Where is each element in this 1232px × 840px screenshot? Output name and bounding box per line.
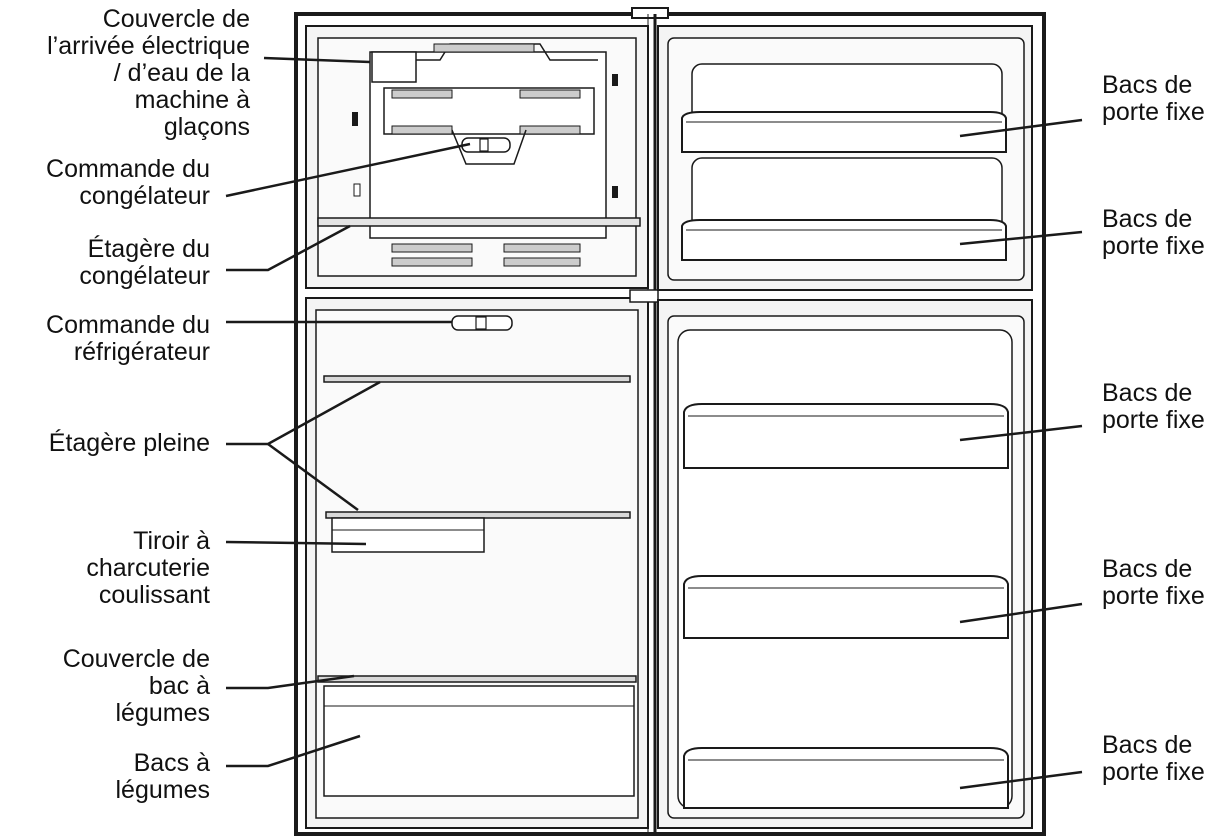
label-line: Bacs de bbox=[1102, 555, 1193, 583]
leader-ice-maker-cover bbox=[263, 56, 371, 64]
cabinet-outline bbox=[294, 12, 1046, 836]
label-line: Étagère du bbox=[87, 235, 210, 263]
leader-lines bbox=[225, 56, 1083, 790]
label-door-bin-2: Bacs de porte fixe bbox=[1102, 206, 1205, 260]
leader-crisper-bins bbox=[226, 734, 361, 768]
deli-drawer bbox=[331, 517, 485, 553]
label-line: Couvercle de bbox=[62, 645, 210, 673]
leader-deli-drawer bbox=[225, 540, 367, 546]
leader-full-shelf-b bbox=[267, 442, 359, 512]
label-line: Bacs de bbox=[1102, 379, 1193, 407]
label-line: Bacs de bbox=[1102, 731, 1193, 759]
leader-freezer-control bbox=[225, 142, 471, 198]
label-fridge-control: Commande du réfrigérateur bbox=[46, 312, 210, 366]
glass-shelf-upper bbox=[323, 375, 631, 383]
label-line: porte fixe bbox=[1102, 98, 1205, 126]
label-line: congélateur bbox=[79, 262, 210, 290]
label-line: Commande du bbox=[46, 311, 210, 339]
label-full-shelf: Étagère pleine bbox=[49, 430, 210, 457]
label-line: porte fixe bbox=[1102, 232, 1205, 260]
label-line: Commande du bbox=[46, 155, 210, 183]
label-line: Bacs à bbox=[133, 749, 210, 777]
top-hinge bbox=[631, 7, 669, 19]
freezer-door-bin-2 bbox=[681, 219, 1007, 261]
label-door-bin-1: Bacs de porte fixe bbox=[1102, 72, 1205, 126]
ice-maker-cover-box bbox=[371, 51, 417, 83]
label-line: Bacs de bbox=[1102, 205, 1193, 233]
fridge-door-bin-3 bbox=[683, 747, 1009, 809]
label-line: congélateur bbox=[79, 182, 210, 210]
label-line: l’arrivée électrique bbox=[47, 32, 250, 60]
label-line: porte fixe bbox=[1102, 406, 1205, 434]
label-crisper-bins: Bacs à légumes bbox=[116, 750, 211, 804]
refrigerator-body bbox=[294, 7, 1046, 836]
label-line: bac à bbox=[148, 672, 210, 700]
leader-door-bin-5 bbox=[959, 770, 1083, 790]
leader-door-bin-4 bbox=[959, 602, 1083, 624]
freezer-shelf bbox=[317, 217, 641, 227]
label-line: machine à bbox=[134, 86, 250, 114]
label-line: charcuterie bbox=[86, 554, 210, 582]
label-line: Étagère pleine bbox=[48, 429, 210, 457]
fridge-door-bin-1 bbox=[683, 403, 1009, 469]
label-deli-drawer: Tiroir à charcuterie coulissant bbox=[86, 528, 210, 609]
label-freezer-shelf: Étagère du congélateur bbox=[79, 236, 210, 290]
label-line: légumes bbox=[115, 776, 211, 804]
label-ice-maker-cover: Couvercle de l’arrivée électrique / d’ea… bbox=[47, 6, 250, 141]
leader-door-bin-1 bbox=[959, 118, 1083, 138]
glass-shelf-lower bbox=[325, 511, 631, 519]
label-door-bin-5: Bacs de porte fixe bbox=[1102, 732, 1205, 786]
leader-door-bin-2 bbox=[959, 230, 1083, 246]
leader-freezer-shelf bbox=[226, 224, 351, 272]
label-freezer-control: Commande du congélateur bbox=[46, 156, 210, 210]
label-door-bin-3: Bacs de porte fixe bbox=[1102, 380, 1205, 434]
label-line: coulissant bbox=[98, 581, 210, 609]
crisper-cover bbox=[317, 675, 637, 683]
label-line: Couvercle de bbox=[102, 5, 250, 33]
label-line: / d’eau de la bbox=[113, 59, 250, 87]
freezer-door-bin-1 bbox=[681, 111, 1007, 153]
leader-door-bin-3 bbox=[959, 424, 1083, 442]
label-line: Bacs de bbox=[1102, 71, 1193, 99]
label-line: légumes bbox=[115, 699, 211, 727]
label-door-bin-4: Bacs de porte fixe bbox=[1102, 556, 1205, 610]
fridge-door-bin-2 bbox=[683, 575, 1009, 639]
label-line: Tiroir à bbox=[133, 527, 210, 555]
leader-crisper-cover bbox=[226, 674, 355, 690]
label-line: porte fixe bbox=[1102, 582, 1205, 610]
label-line: glaçons bbox=[163, 113, 250, 141]
crisper-drawer bbox=[323, 685, 635, 797]
label-line: réfrigérateur bbox=[73, 338, 210, 366]
label-line: porte fixe bbox=[1102, 758, 1205, 786]
label-crisper-cover: Couvercle de bac à légumes bbox=[63, 646, 210, 727]
